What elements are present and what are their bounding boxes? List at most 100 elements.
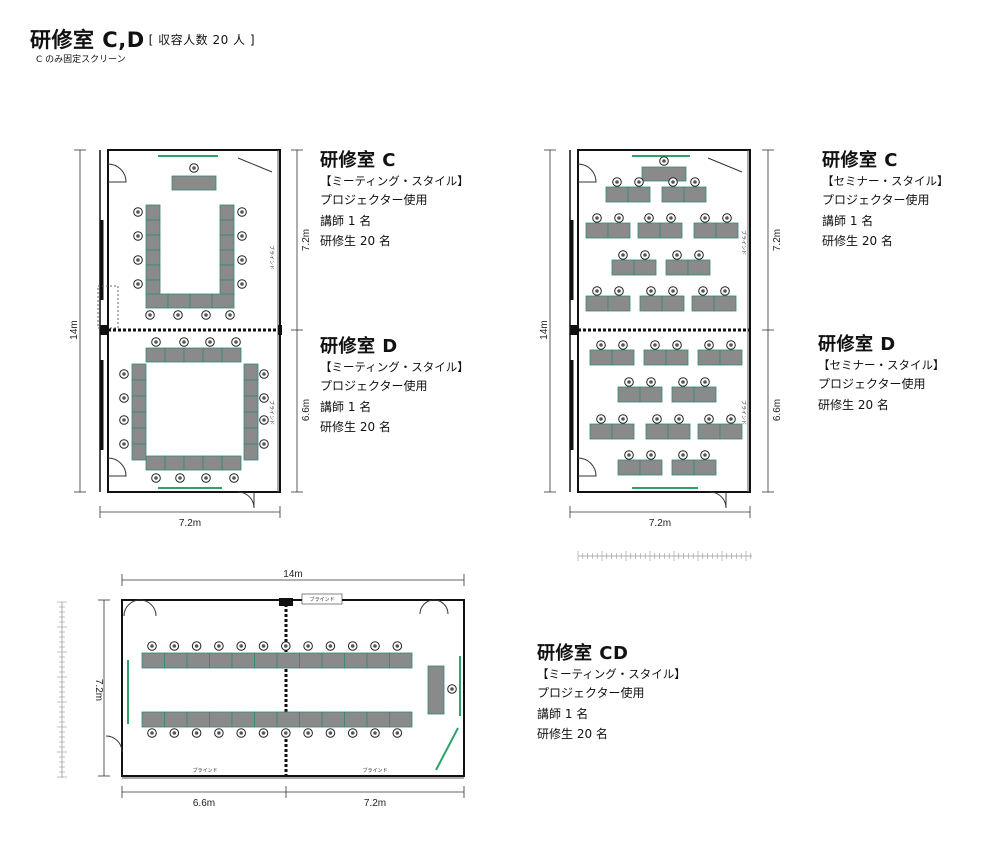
person bbox=[637, 180, 641, 184]
person bbox=[617, 289, 621, 293]
detail-line: 講師 1 名 bbox=[822, 213, 874, 228]
table bbox=[186, 652, 210, 669]
person bbox=[172, 731, 177, 735]
table bbox=[665, 259, 689, 276]
person bbox=[194, 731, 199, 735]
table bbox=[145, 204, 161, 221]
person bbox=[194, 644, 199, 648]
table bbox=[131, 443, 147, 461]
table bbox=[713, 295, 737, 312]
table bbox=[719, 349, 743, 366]
table bbox=[366, 652, 390, 669]
label-cd-meeting: 研修室 CD 【ミーティング・スタイル】 プロジェクター使用 講師 1 名 研修… bbox=[537, 643, 686, 745]
dimension-label: 6.6m bbox=[772, 399, 783, 421]
screen-note: C のみ固定スクリーン bbox=[36, 55, 126, 65]
table bbox=[607, 222, 631, 239]
table bbox=[617, 386, 641, 403]
person bbox=[228, 313, 232, 317]
person bbox=[150, 731, 154, 735]
table bbox=[131, 395, 147, 413]
table bbox=[661, 295, 685, 312]
floor-plan-cd-meeting: ブラインド ブラインド 14m 7.2m 6.6m 7.2m bbox=[69, 149, 312, 529]
floor-plan-cd-seminar: ブラインド ブラインド 14m 7.2m 6.6m 7.2m bbox=[539, 149, 783, 561]
person bbox=[703, 380, 707, 384]
detail-line: 研修生 20 名 bbox=[818, 397, 889, 412]
layout-style: 【セミナー・スタイル】 bbox=[822, 174, 949, 188]
table bbox=[131, 363, 147, 381]
table bbox=[219, 234, 235, 251]
table bbox=[693, 222, 717, 239]
person bbox=[703, 216, 707, 220]
door bbox=[107, 163, 127, 183]
dimension-label: 7.2m bbox=[649, 518, 671, 529]
table bbox=[607, 295, 631, 312]
table bbox=[389, 711, 413, 728]
page-title: 研修室 C,D[ 収容人数 20 人 ] bbox=[30, 24, 255, 54]
label-d-seminar: 研修室 D 【セミナー・スタイル】 プロジェクター使用 研修生 20 名 bbox=[818, 334, 945, 415]
blind-label: ブラインド bbox=[268, 245, 275, 270]
dimension-label: 6.6m bbox=[301, 399, 312, 421]
dimension-label: 6.6m bbox=[193, 798, 215, 809]
blind-label: ブラインド bbox=[268, 400, 275, 425]
detail-line: 研修生 20 名 bbox=[537, 727, 608, 741]
person bbox=[239, 731, 243, 735]
table bbox=[183, 455, 204, 471]
person bbox=[328, 731, 333, 735]
door bbox=[577, 163, 597, 183]
table bbox=[427, 665, 445, 715]
label-d-meeting: 研修室 D 【ミーティング・スタイル】 プロジェクター使用 講師 1 名 研修生… bbox=[320, 336, 469, 438]
person bbox=[627, 380, 631, 384]
detail-line: 研修生 20 名 bbox=[822, 234, 893, 248]
person bbox=[284, 644, 288, 648]
table bbox=[209, 652, 233, 669]
person bbox=[154, 476, 158, 480]
table bbox=[659, 222, 683, 239]
table bbox=[186, 711, 210, 728]
person bbox=[621, 417, 625, 421]
table bbox=[589, 349, 613, 366]
label-c-seminar: 研修室 C 【セミナー・スタイル】 プロジェクター使用 講師 1 名 研修生 2… bbox=[822, 150, 949, 252]
table bbox=[131, 427, 147, 445]
table bbox=[231, 652, 255, 669]
table bbox=[639, 295, 663, 312]
person bbox=[240, 234, 244, 238]
table bbox=[344, 711, 368, 728]
person bbox=[350, 731, 355, 735]
person bbox=[671, 289, 675, 293]
person bbox=[182, 340, 186, 344]
person bbox=[234, 340, 238, 344]
person bbox=[262, 396, 266, 400]
table bbox=[202, 347, 223, 363]
table bbox=[687, 259, 711, 276]
person bbox=[136, 282, 140, 286]
person bbox=[176, 313, 180, 317]
table bbox=[131, 411, 147, 429]
dimension-label: 14m bbox=[69, 320, 80, 339]
person bbox=[655, 417, 659, 421]
table bbox=[219, 264, 235, 281]
table bbox=[131, 379, 147, 397]
title-text: 研修室 C,D bbox=[30, 28, 145, 52]
table bbox=[641, 166, 687, 182]
table bbox=[171, 175, 217, 191]
person bbox=[150, 644, 154, 648]
floor-plan-cd-combined: ブラインド ブラインド ブラインド 14m 7.2m 6.6m 7.2m bbox=[57, 569, 465, 809]
person bbox=[649, 380, 653, 384]
table bbox=[627, 186, 651, 203]
dimension-label: 7.2m bbox=[179, 518, 201, 529]
table bbox=[145, 279, 161, 296]
person bbox=[615, 180, 619, 184]
person bbox=[627, 453, 631, 457]
person bbox=[643, 253, 647, 257]
person bbox=[136, 210, 140, 214]
blind-label: ブラインド bbox=[192, 767, 217, 774]
table bbox=[145, 455, 166, 471]
table bbox=[693, 459, 717, 476]
person bbox=[172, 644, 177, 648]
table bbox=[691, 295, 715, 312]
table bbox=[611, 423, 635, 440]
table bbox=[202, 455, 223, 471]
person bbox=[621, 343, 625, 347]
person bbox=[395, 731, 400, 735]
room-name: 研修室 C bbox=[822, 150, 898, 171]
